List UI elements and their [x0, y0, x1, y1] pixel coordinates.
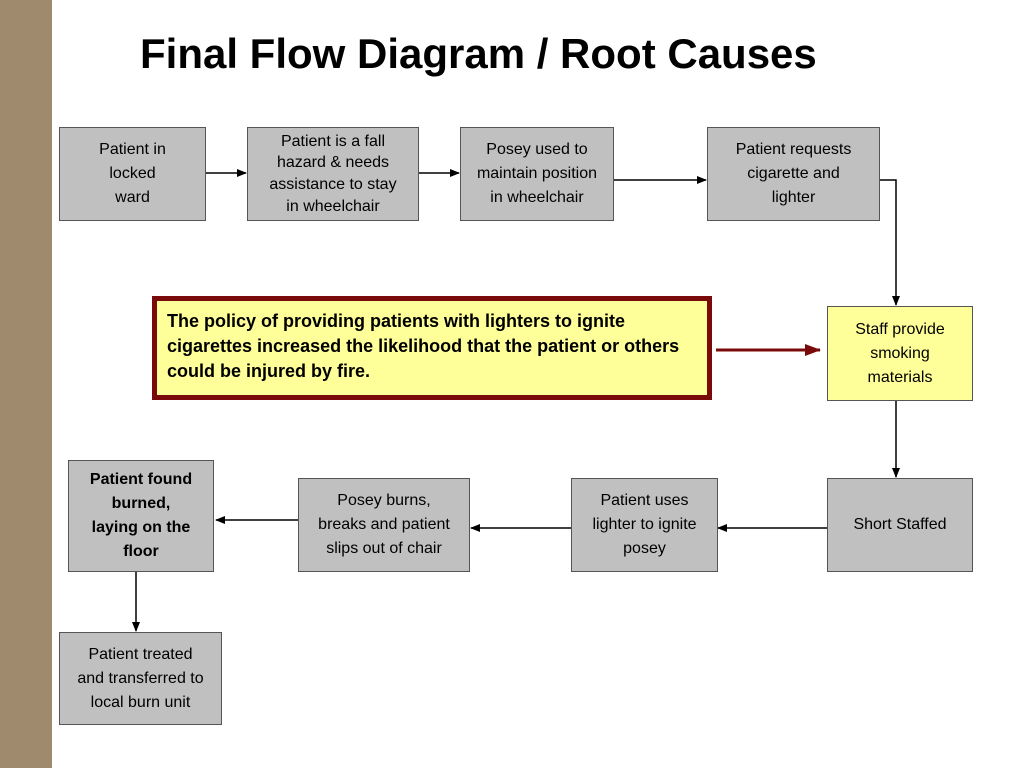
node-found-burned: Patient found burned, laying on the floo… — [68, 460, 214, 572]
node-staff-provide: Staff provide smoking materials — [827, 306, 973, 401]
policy-callout: The policy of providing patients with li… — [152, 296, 712, 400]
node-uses-lighter: Patient uses lighter to ignite posey — [571, 478, 718, 572]
decorative-sidebar — [0, 0, 52, 768]
node-treated: Patient treated and transferred to local… — [59, 632, 222, 725]
node-short-staffed: Short Staffed — [827, 478, 973, 572]
node-locked-ward: Patient in locked ward — [59, 127, 206, 221]
node-posey-used: Posey used to maintain position in wheel… — [460, 127, 614, 221]
page-title: Final Flow Diagram / Root Causes — [140, 30, 817, 77]
node-fall-hazard: Patient is a fall hazard & needs assista… — [247, 127, 419, 221]
arrow-requests-to-staff — [880, 179, 900, 306]
node-requests-cigarette: Patient requests cigarette and lighter — [707, 127, 880, 221]
node-posey-burns: Posey burns, breaks and patient slips ou… — [298, 478, 470, 572]
